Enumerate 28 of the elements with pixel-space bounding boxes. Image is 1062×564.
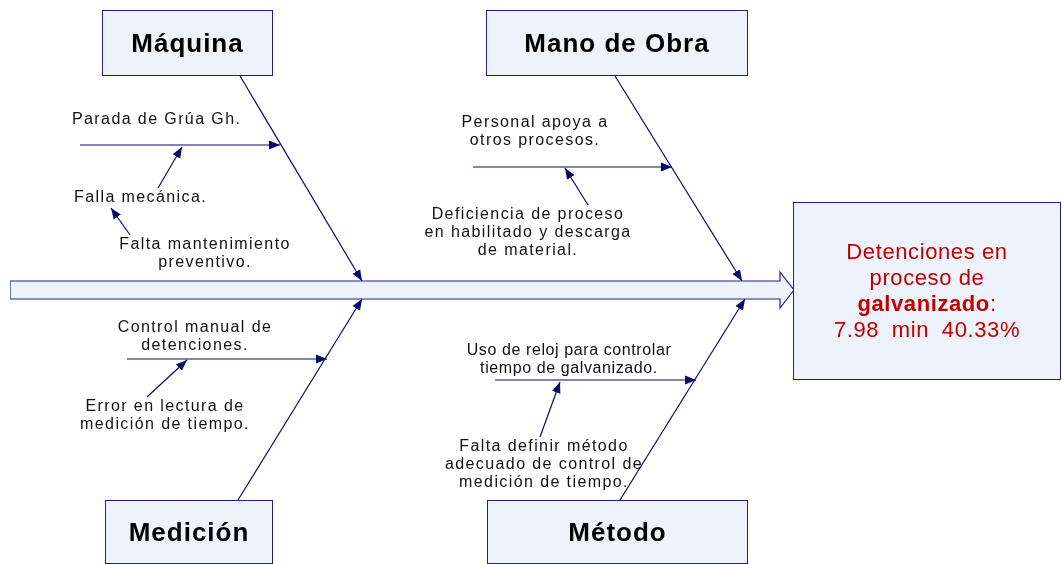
arrow [239, 75, 363, 282]
cause-text: Deficiencia de proceso en habilitado y descarga de material. [422, 205, 634, 259]
cause-text: Personal apoya a otros procesos. [455, 113, 615, 167]
cause-text: Parada de Grúa Gh. [72, 110, 272, 145]
cause-text: Error en lectura de medición de tiempo. [78, 397, 252, 437]
cause-text: Uso de reloj para controlar tiempo de galvanizado. [456, 341, 682, 380]
arrow [79, 140, 281, 150]
arrow [564, 167, 589, 206]
arrow [494, 375, 697, 385]
arrow [157, 146, 183, 189]
arrow [539, 381, 561, 438]
category-box: Mano de Obra [486, 10, 748, 76]
arrow [126, 354, 328, 364]
cause-text: Control manual de detenciones. [108, 318, 282, 359]
arrow [110, 207, 131, 236]
arrow [146, 359, 188, 398]
arrow [472, 162, 673, 172]
arrow [614, 75, 743, 282]
category-box: Método [487, 500, 748, 564]
cause-text: Falta definir método adecuado de control de medición de tiempo. [428, 437, 660, 493]
spine-arrow [10, 270, 795, 310]
effect-box: Detenciones en proceso de galvanizado: 7.98 min 40.33% [793, 202, 1061, 380]
cause-text: Falla mecánica. [74, 188, 224, 208]
arrow [237, 298, 363, 501]
cause-text: Falta mantenimiento preventivo. [110, 235, 300, 271]
category-box: Medición [105, 500, 273, 564]
category-box: Máquina [102, 10, 273, 76]
arrow [619, 298, 746, 501]
